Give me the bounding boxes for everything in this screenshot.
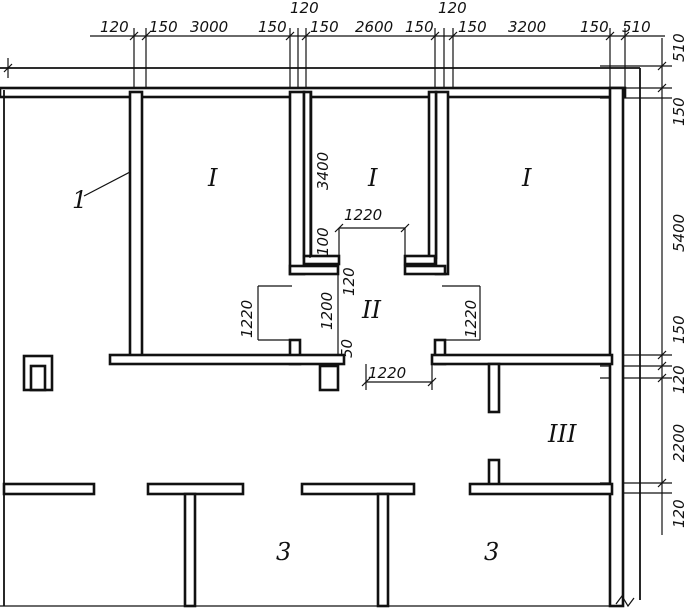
room-label-7: 3 — [484, 538, 499, 566]
room-partitions — [22, 90, 614, 488]
top-dim-150-d: 150 — [405, 18, 434, 36]
room-label-5: III — [547, 420, 577, 448]
right-dim-120-b: 120 — [670, 499, 688, 528]
dim-3400: 3400 — [314, 152, 332, 190]
dim-1220-right: 1220 — [462, 300, 480, 338]
dim-100: 100 — [314, 227, 332, 256]
room-label-4: II — [361, 296, 381, 324]
dim-1200: 1200 — [318, 292, 336, 330]
top-dim-3200: 3200 — [508, 18, 546, 36]
top-dim-120-a: 120 — [100, 18, 129, 36]
top-dim-120-c: 120 — [438, 0, 467, 17]
dim-120-mid: 120 — [340, 267, 358, 296]
dim-50: 50 — [338, 339, 356, 358]
right-dim-150-a: 150 — [670, 97, 688, 126]
right-dim-510: 510 — [670, 33, 688, 62]
top-dim-3000: 3000 — [190, 18, 228, 36]
room-label-3: I — [521, 164, 532, 192]
dim-1220-top: 1220 — [344, 206, 382, 224]
top-dim-120-b: 120 — [290, 0, 319, 17]
room-label-1: I — [207, 164, 218, 192]
dim-1220-bottom: 1220 — [368, 364, 406, 382]
callout-label: 1 — [72, 186, 87, 214]
dim-1220-left: 1220 — [238, 300, 256, 338]
inner-dimension-lines — [83, 92, 481, 390]
top-dim-510: 510 — [622, 18, 651, 36]
top-dim-150-a: 150 — [149, 18, 178, 36]
room-label-2: I — [367, 164, 378, 192]
right-dim-2200: 2200 — [670, 424, 688, 462]
top-dim-150-b: 150 — [258, 18, 287, 36]
outer-walls — [0, 68, 641, 608]
right-dim-120-a: 120 — [670, 365, 688, 394]
lower-partitions — [0, 482, 614, 608]
right-dim-150-b: 150 — [670, 315, 688, 344]
top-dim-150-f: 150 — [580, 18, 609, 36]
room-label-6: 3 — [276, 538, 291, 566]
reference-line — [0, 58, 640, 78]
top-dim-150-c: 150 — [310, 18, 339, 36]
top-dim-150-e: 150 — [458, 18, 487, 36]
top-dimension-line — [90, 28, 665, 90]
right-dim-5400: 5400 — [670, 214, 688, 252]
top-dim-2600: 2600 — [355, 18, 393, 36]
